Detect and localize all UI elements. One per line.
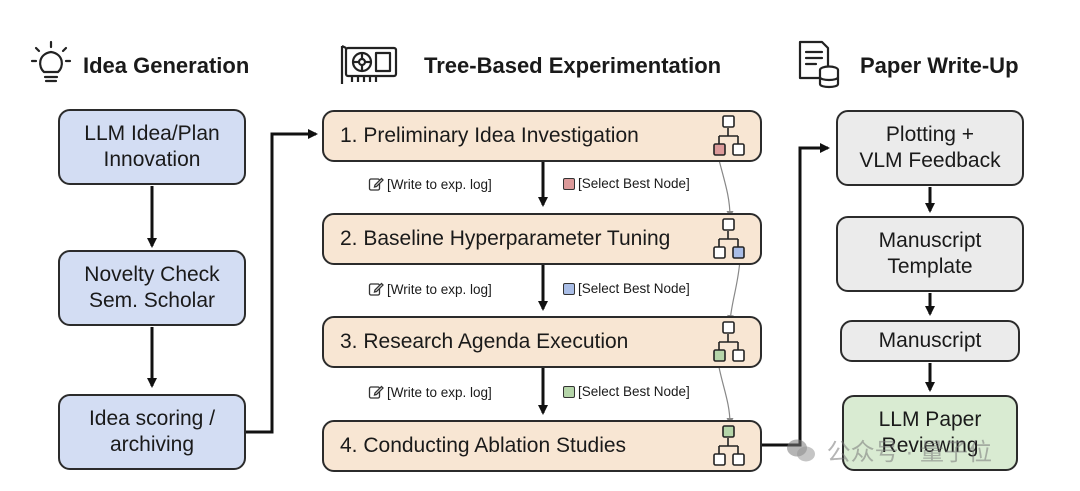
idea-box-scoring: Idea scoring / archiving — [58, 394, 246, 470]
stage-box-2: 2. Baseline Hyperparameter Tuning — [322, 213, 762, 265]
paper-box-template: Manuscript Template — [836, 216, 1024, 292]
arrow-stage4-to-paper — [762, 143, 830, 447]
column-title-idea-generation: Idea Generation — [83, 53, 250, 78]
tree-icon-stage-4 — [713, 425, 745, 466]
log-label: [Write to exp. log] — [387, 281, 492, 297]
tree-node — [732, 453, 745, 466]
tree-node — [713, 246, 726, 259]
tree-node — [722, 425, 735, 438]
tree-node — [713, 349, 726, 362]
best-node-square — [563, 385, 575, 398]
tree-icon-stage-2 — [713, 218, 745, 259]
stage-box-4: 4. Conducting Ablation Studies — [322, 420, 762, 472]
log-label: [Write to exp. log] — [387, 176, 492, 192]
tree-node — [732, 143, 745, 156]
tree-icon-stage-3 — [713, 321, 745, 362]
arrow-idea-to-stage1 — [246, 129, 318, 434]
select-label: [Select Best Node] — [578, 176, 690, 191]
watermark-text: 公众号 · 量子位 — [826, 439, 992, 466]
tree-node — [722, 321, 735, 334]
annotation-log-3: [Write to exp. log] — [368, 384, 492, 400]
tree-node — [713, 453, 726, 466]
lightbulb-icon — [30, 40, 72, 83]
gpu-card-icon — [340, 45, 398, 84]
tree-node — [722, 218, 735, 231]
annotation-select-2: [Select Best Node] — [563, 281, 690, 296]
annotation-select-3: [Select Best Node] — [563, 384, 690, 399]
tree-icon-stage-1 — [713, 115, 745, 156]
column-title-tree-experimentation: Tree-Based Experimentation — [424, 53, 722, 78]
tree-node — [732, 246, 745, 259]
idea-box-novelty-check: Novelty Check Sem. Scholar — [58, 250, 246, 326]
tree-node — [722, 115, 735, 128]
annotation-select-1: [Select Best Node] — [563, 176, 690, 191]
tree-link-3-4 — [717, 361, 734, 425]
watermark: 公众号 · 量子位 — [786, 432, 992, 467]
edit-icon — [368, 177, 384, 191]
annotation-log-1: [Write to exp. log] — [368, 176, 492, 192]
annotation-log-2: [Write to exp. log] — [368, 281, 492, 297]
paper-box-reviewing: LLM Paper Reviewing — [842, 395, 1018, 471]
tree-node — [732, 349, 745, 362]
tree-link-2-3 — [727, 259, 741, 322]
column-title-paper-writeup: Paper Write-Up — [860, 53, 1019, 78]
stage-box-3: 3. Research Agenda Execution — [322, 316, 762, 368]
idea-box-plan-innovation: LLM Idea/Plan Innovation — [58, 109, 246, 185]
select-label: [Select Best Node] — [578, 384, 690, 399]
tree-link-1-2 — [717, 155, 734, 218]
paper-box-plotting: Plotting + VLM Feedback — [836, 110, 1024, 186]
document-database-icon — [798, 40, 840, 89]
stage-box-1: 1. Preliminary Idea Investigation — [322, 110, 762, 162]
paper-box-manuscript: Manuscript — [840, 320, 1020, 362]
best-node-square — [563, 282, 575, 295]
wechat-icon — [787, 439, 815, 462]
edit-icon — [368, 282, 384, 296]
edit-icon — [368, 385, 384, 399]
log-label: [Write to exp. log] — [387, 384, 492, 400]
select-label: [Select Best Node] — [578, 281, 690, 296]
tree-node — [713, 143, 726, 156]
best-node-square — [563, 177, 575, 190]
